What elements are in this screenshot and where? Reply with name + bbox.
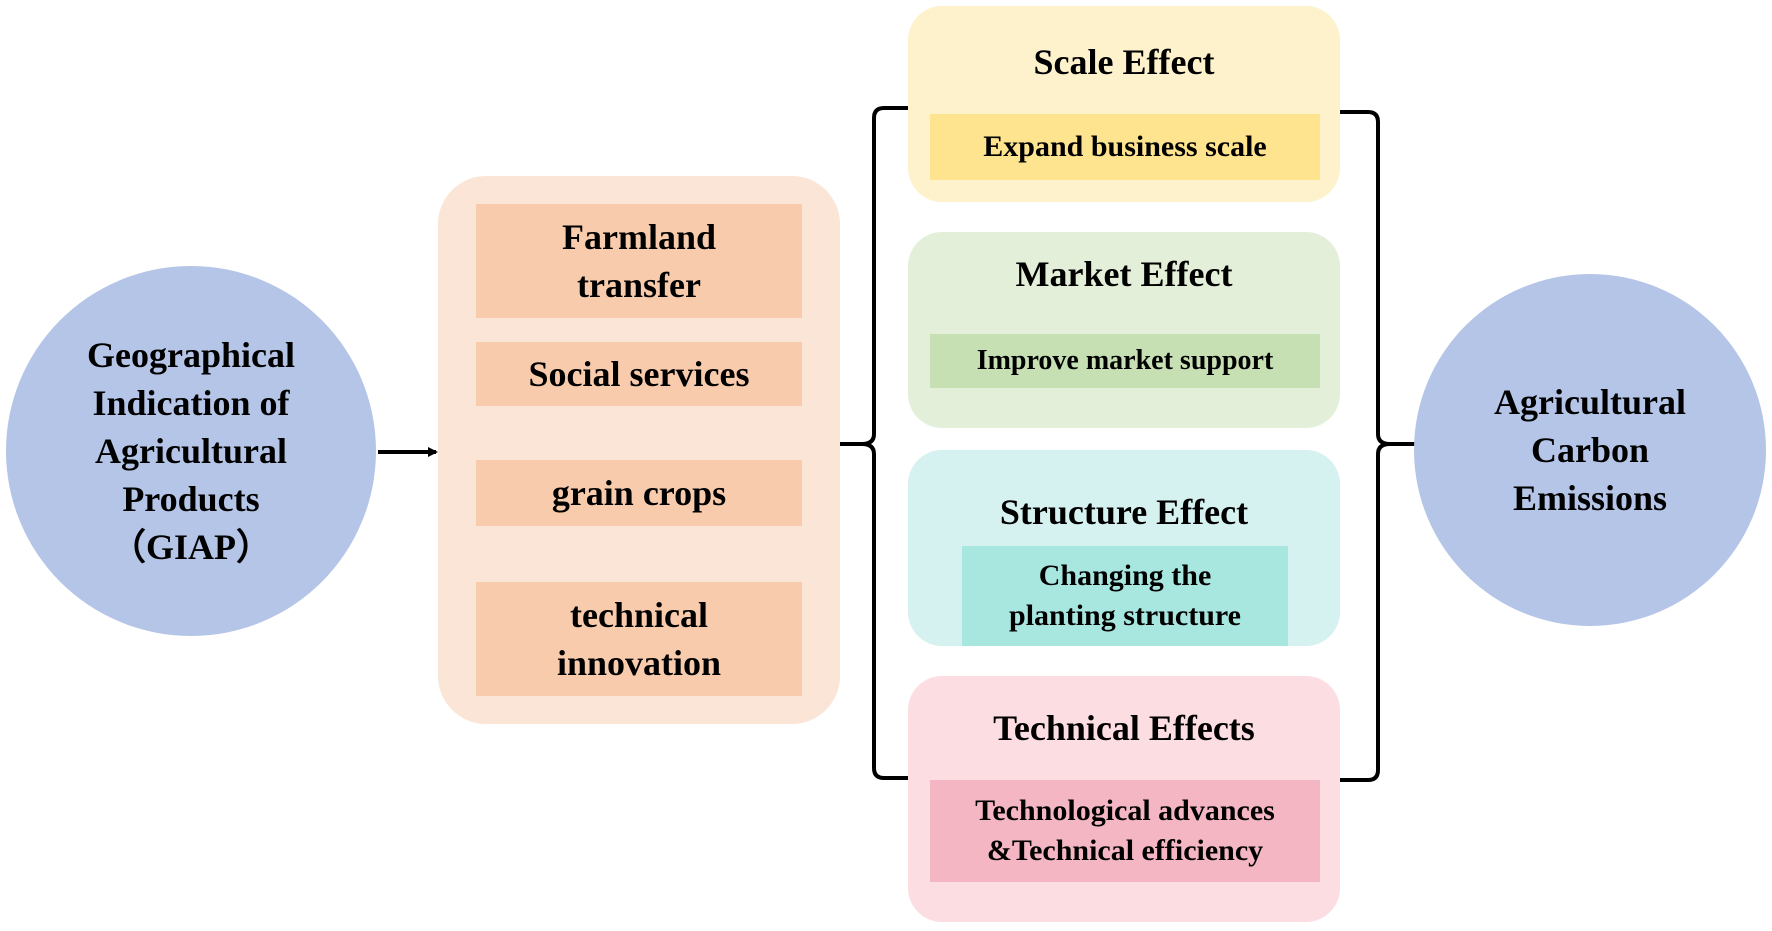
effect-desc: Expand business scale <box>930 114 1320 180</box>
mechanism-label: Social services <box>528 354 750 394</box>
effect-title: Scale Effect <box>1033 42 1215 82</box>
effect-title: Technical Effects <box>993 708 1255 748</box>
effect-title: Structure Effect <box>999 492 1249 532</box>
effect-desc: Technological advances &Technical effici… <box>930 780 1320 882</box>
carbon-emissions-label: Agricultural Carbon Emissions <box>1494 382 1686 518</box>
mechanism-grain-crops: grain crops <box>476 460 802 526</box>
left-brace <box>840 106 908 780</box>
effect-desc: Changing the planting structure <box>962 546 1288 646</box>
mechanism-label: Farmland transfer <box>561 217 716 305</box>
effect-title: Market Effect <box>1015 254 1233 294</box>
mechanism-label: grain crops <box>551 473 727 513</box>
giap-label: Geographical Indication of Agricultural … <box>87 335 295 567</box>
effect-structure: Structure Effect Changing the planting s… <box>908 450 1340 646</box>
mechanism-farmland-transfer: Farmland transfer <box>476 204 802 318</box>
mechanism-label: technical innovation <box>556 595 722 683</box>
giap-node: Geographical Indication of Agricultural … <box>6 266 376 636</box>
mechanism-social-services: Social services <box>476 342 802 406</box>
right-brace <box>1340 110 1416 782</box>
effect-desc: Improve market support <box>930 334 1320 388</box>
carbon-emissions-node: Agricultural Carbon Emissions <box>1414 274 1766 626</box>
effect-scale: Scale Effect Expand business scale <box>908 6 1340 202</box>
effect-technical: Technical Effects Technological advances… <box>908 676 1340 922</box>
mechanism-technical-innovation: technical innovation <box>476 582 802 696</box>
effect-market: Market Effect Improve market support <box>908 232 1340 428</box>
